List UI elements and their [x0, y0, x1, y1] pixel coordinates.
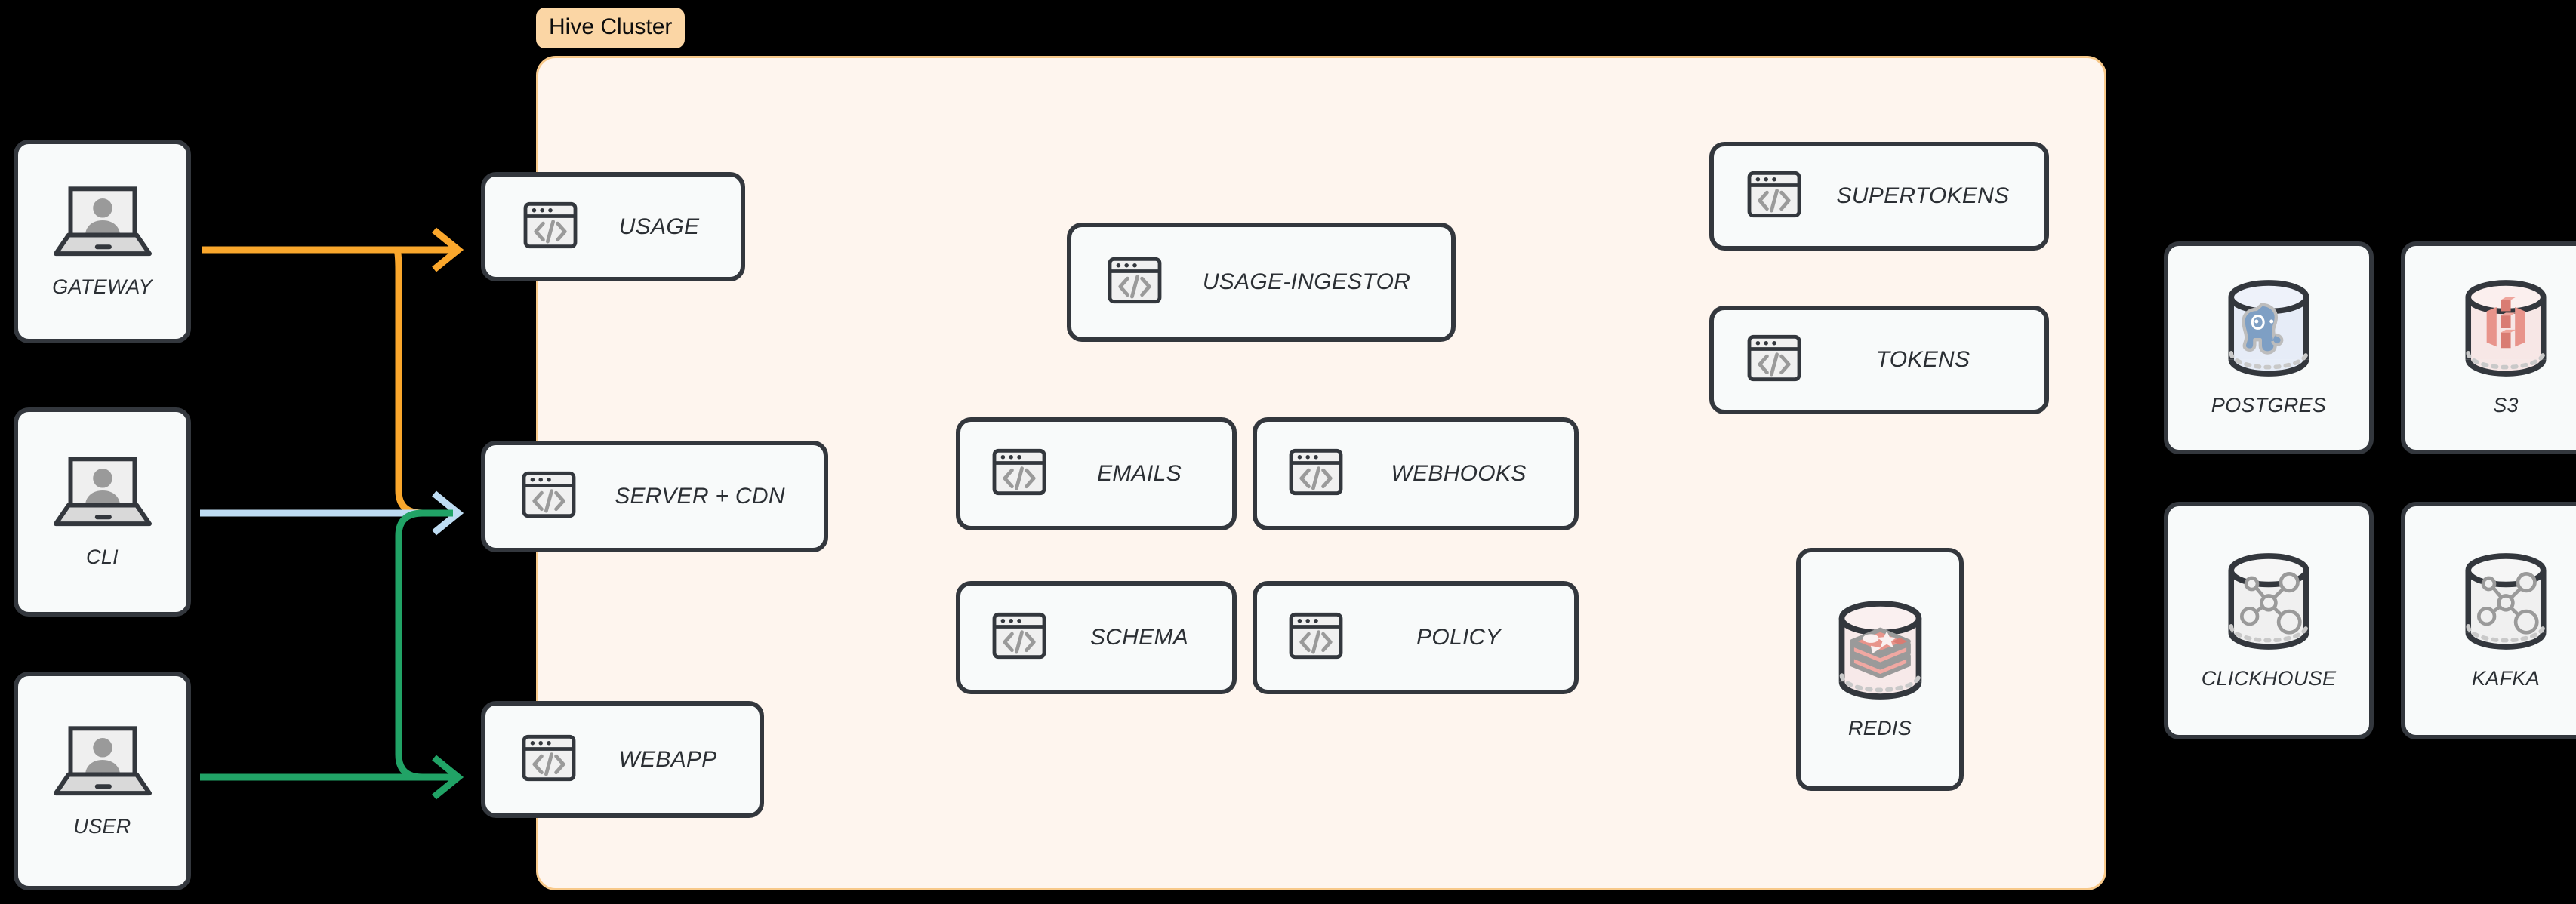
code-window-icon — [522, 471, 576, 522]
service-label-usage-ingestor: USAGE-INGESTOR — [1202, 269, 1411, 294]
client-label-user: USER — [73, 814, 131, 838]
code-window-icon — [523, 201, 578, 253]
code-window-icon — [992, 612, 1046, 663]
service-label-schema: SCHEMA — [1089, 625, 1189, 650]
laptop-user-icon — [51, 455, 154, 533]
generic-cylinder-icon — [2460, 552, 2552, 655]
edge-user-to-webapp — [200, 755, 464, 800]
service-label-usage: USAGE — [618, 214, 700, 239]
datastore-card-postgres[interactable]: POSTGRES — [2164, 241, 2374, 454]
datastore-card-s3[interactable]: S3 — [2401, 241, 2576, 454]
client-card-gateway[interactable]: GATEWAY — [14, 140, 191, 343]
service-card-usage[interactable]: USAGE — [481, 172, 745, 281]
datastore-label-kafka: KAFKA — [2471, 666, 2541, 690]
service-label-emails: EMAILS — [1097, 461, 1182, 486]
service-card-schema[interactable]: SCHEMA — [956, 581, 1237, 694]
service-card-tokens[interactable]: TOKENS — [1709, 306, 2049, 414]
service-label-webhooks: WEBHOOKS — [1391, 461, 1527, 486]
datastore-card-kafka[interactable]: KAFKA — [2401, 502, 2576, 739]
code-window-icon — [1747, 171, 1801, 222]
laptop-user-icon — [51, 185, 154, 263]
service-card-webapp[interactable]: WEBAPP — [481, 701, 764, 818]
service-card-emails[interactable]: EMAILS — [956, 417, 1237, 530]
service-card-policy[interactable]: POLICY — [1253, 581, 1579, 694]
laptop-user-icon — [51, 724, 154, 803]
client-card-cli[interactable]: CLI — [14, 407, 191, 617]
datastore-label-redis: REDIS — [1847, 716, 1912, 739]
service-card-supertokens[interactable]: SUPERTOKENS — [1709, 142, 2049, 251]
edge-cli-to-server-cdn — [200, 490, 464, 536]
code-window-icon — [1747, 334, 1801, 386]
datastore-card-redis[interactable]: REDIS — [1796, 548, 1964, 791]
service-label-policy: POLICY — [1416, 625, 1501, 650]
s3-cylinder-icon — [2460, 278, 2552, 382]
code-window-icon — [1108, 257, 1162, 308]
client-card-user[interactable]: USER — [14, 672, 191, 890]
service-label-server-cdn: SERVER + CDN — [615, 484, 785, 509]
code-window-icon — [992, 448, 1046, 500]
datastore-card-clickhouse[interactable]: CLICKHOUSE — [2164, 502, 2374, 739]
service-card-usage-ingestor[interactable]: USAGE-INGESTOR — [1067, 223, 1456, 342]
code-window-icon — [522, 734, 576, 786]
edge-gateway-to-usage — [202, 227, 464, 272]
client-label-cli: CLI — [86, 546, 119, 568]
postgres-cylinder-icon — [2223, 278, 2315, 382]
generic-cylinder-icon — [2223, 552, 2315, 655]
datastore-label-s3: S3 — [2493, 394, 2519, 417]
code-window-icon — [1289, 448, 1343, 500]
service-card-webhooks[interactable]: WEBHOOKS — [1253, 417, 1579, 530]
service-label-tokens: TOKENS — [1875, 347, 1971, 372]
code-window-icon — [1289, 612, 1343, 663]
redis-cylinder-icon — [1833, 599, 1927, 705]
client-label-gateway: GATEWAY — [52, 275, 153, 298]
service-card-server-cdn[interactable]: SERVER + CDN — [481, 441, 828, 552]
edge-gateway-to-server-cdn — [393, 246, 453, 517]
datastore-label-postgres: POSTGRES — [2211, 394, 2327, 417]
datastore-label-clickhouse: CLICKHOUSE — [2201, 666, 2337, 690]
edge-user-to-server-cdn — [395, 509, 453, 781]
service-label-supertokens: SUPERTOKENS — [1836, 183, 2010, 208]
hive-cluster-label: Hive Cluster — [536, 8, 686, 48]
service-label-webapp: WEBAPP — [618, 746, 717, 772]
